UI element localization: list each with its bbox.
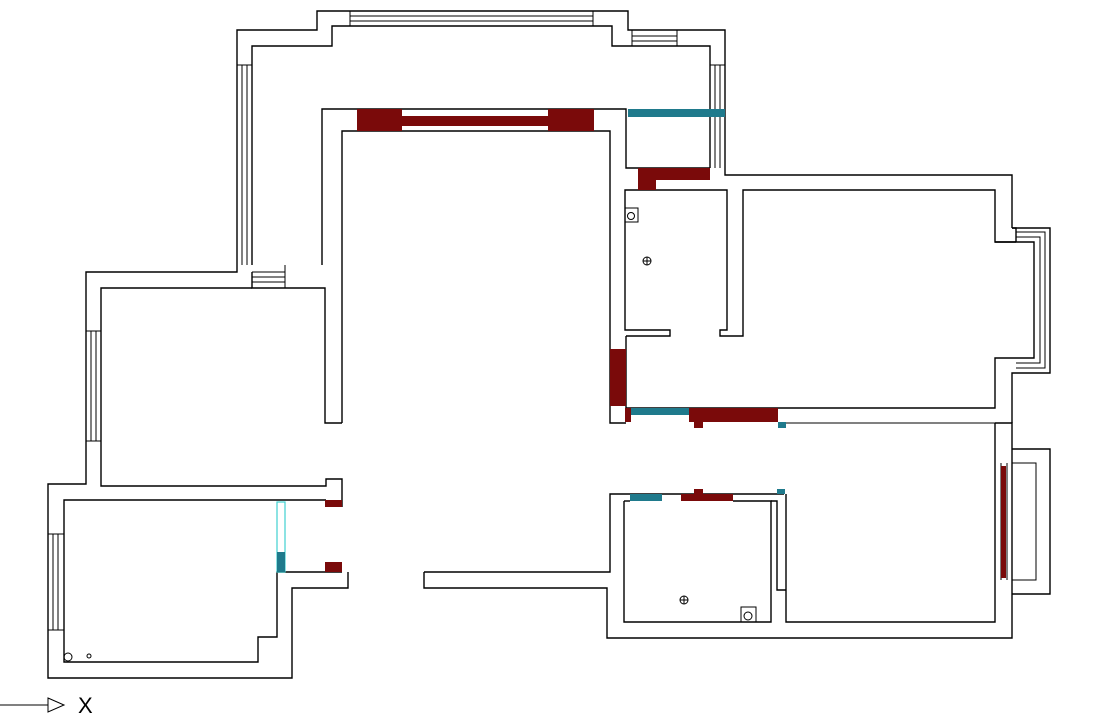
room-east-upper	[780, 227, 1051, 423]
wall-west-room-inner	[100, 287, 343, 500]
window-west-mid	[86, 330, 101, 442]
round-fixture-icon	[63, 652, 73, 662]
axis-arrow-icon	[47, 697, 66, 713]
wall-east-lower-left	[771, 500, 786, 591]
door-jamb-right	[548, 109, 594, 131]
maroon-kitchen-jamb	[638, 168, 656, 190]
floor-drain-icon	[624, 207, 639, 223]
room-bathroom	[623, 500, 772, 623]
teal-bathroom-mark	[777, 489, 785, 494]
wall-north-outer	[236, 10, 1013, 265]
wall-kitchen-inner	[638, 189, 1016, 337]
wall-east-bay-inner	[780, 241, 1035, 409]
wall-west-outer	[47, 265, 349, 679]
room-north-corridor	[236, 10, 1013, 424]
maroon-jamb-small	[625, 408, 631, 422]
door-head	[402, 116, 548, 126]
wall-east-bay-outer	[1011, 227, 1051, 423]
axis-indicator: X	[0, 693, 93, 718]
wall-east-bay-lower	[1012, 448, 1051, 595]
floor-drain-icon	[627, 212, 635, 220]
wall-north-inner	[251, 25, 711, 265]
teal-bathroom-door	[630, 494, 662, 501]
room-kitchen	[624, 189, 1016, 337]
ceiling-light-icon	[642, 256, 652, 266]
wall-corridor-partition-inner	[341, 130, 626, 424]
wall-west-inner	[251, 272, 342, 424]
floor-drain-icon	[740, 606, 757, 623]
window-east-lower	[1012, 462, 1037, 581]
maroon-bathroom-tab	[694, 489, 703, 494]
room-west	[47, 265, 349, 679]
window-left-upper	[237, 64, 252, 265]
teal-partition-top	[628, 109, 725, 117]
wall-kitchen-left	[624, 189, 671, 337]
wall-east-upper	[1012, 227, 1017, 242]
room-southwest	[48, 499, 343, 663]
wall-southwest-inner	[63, 499, 342, 663]
axis-label: X	[78, 693, 93, 718]
wall-middle-divider	[625, 336, 780, 409]
room-east-lower	[771, 423, 1051, 623]
teal-door-mark	[277, 552, 285, 572]
maroon-divider	[689, 408, 778, 422]
window-top-right	[631, 29, 678, 46]
door-jamb-west-a	[325, 500, 342, 507]
round-fixture-icon	[86, 653, 92, 659]
wall-south-corridor-inner	[424, 493, 784, 573]
ceiling-light-icon	[679, 595, 689, 605]
door-jamb-west-b	[325, 562, 342, 572]
wall-bathroom	[623, 500, 772, 623]
wall-south-corridor	[423, 422, 1013, 639]
window-west-upper	[252, 265, 286, 288]
teal-small-mark	[778, 422, 786, 428]
maroon-vertical-jamb	[610, 349, 626, 406]
wall-east-lower-inner	[785, 423, 996, 623]
teal-divider	[631, 408, 689, 415]
window-east-bay	[1016, 231, 1046, 369]
door-jamb-left	[357, 109, 402, 131]
round-fixture-icon	[743, 611, 753, 621]
maroon-divider-tab	[694, 422, 703, 428]
window-southwest	[48, 533, 64, 631]
maroon-east-window	[1001, 466, 1006, 578]
window-top	[349, 11, 594, 26]
maroon-bathroom-door	[681, 494, 733, 501]
